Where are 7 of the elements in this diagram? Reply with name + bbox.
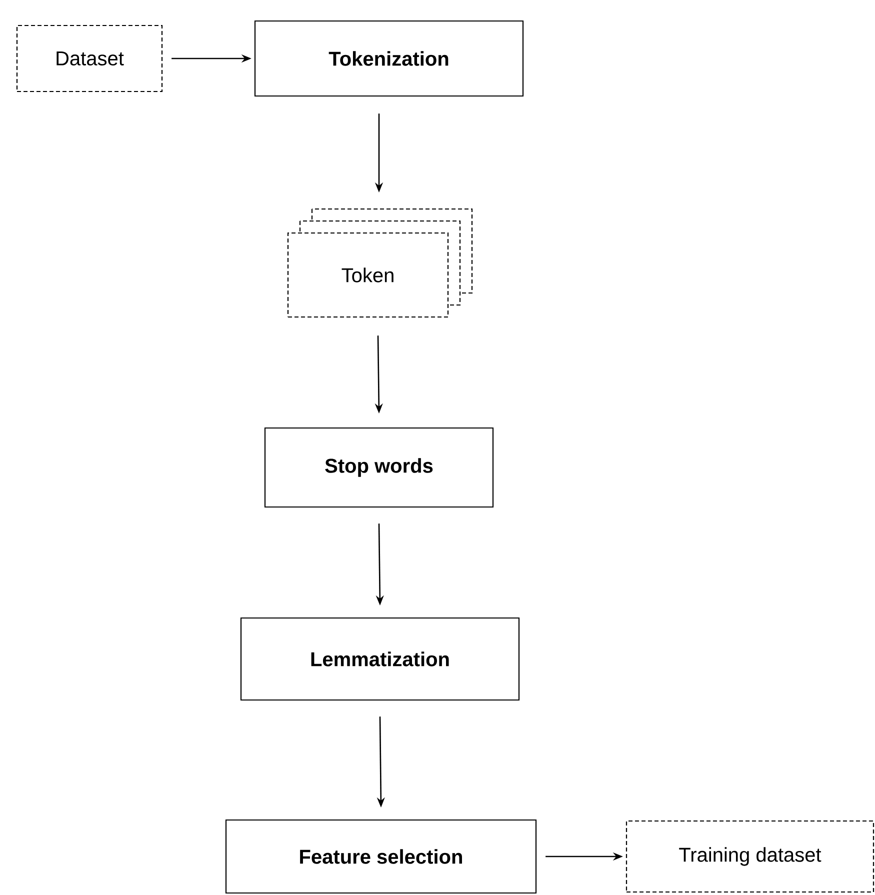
- process-box: Tokenization: [254, 20, 524, 97]
- stacked-document-box: Token: [287, 208, 473, 318]
- data-box: Dataset: [16, 24, 163, 92]
- data-box: Training dataset: [626, 820, 874, 893]
- process-box: Feature selection: [225, 819, 537, 894]
- process-box: Stop words: [264, 427, 494, 508]
- process-box: Lemmatization: [240, 617, 520, 701]
